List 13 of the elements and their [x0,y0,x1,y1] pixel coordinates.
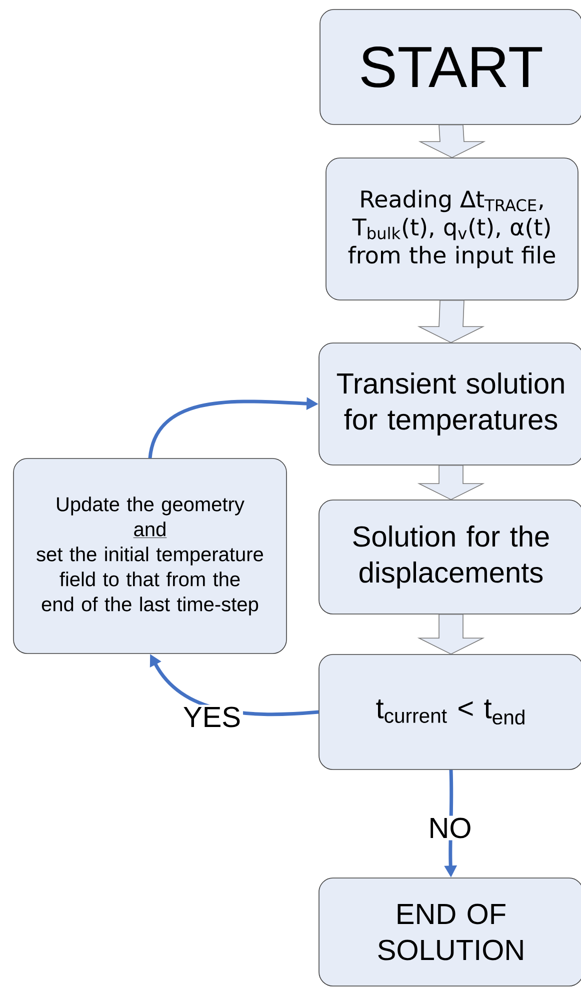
process-box: t$_{current}$ < t$_{end}$ [318,654,581,770]
block-arrow [418,124,486,158]
edge-label: YES [181,704,244,730]
process-box: START [320,9,581,125]
process-box: Transient solution for temperatures [318,342,581,466]
process-box: END OF SOLUTION [318,878,581,986]
block-arrow [417,300,485,344]
process-box: Solution for the displacements [318,500,581,614]
block-arrow [417,465,485,500]
edge-label: NO [426,816,474,840]
process-box: Update the geometry and set the initial temperature field to that from the end of the last time-step [13,458,287,654]
block-arrow [417,614,485,655]
process-box: Reading ∆t$_{TRACE}$, T$_{bulk}$(t), q$_{v}$(t), α(t) from the input file [326,158,578,300]
